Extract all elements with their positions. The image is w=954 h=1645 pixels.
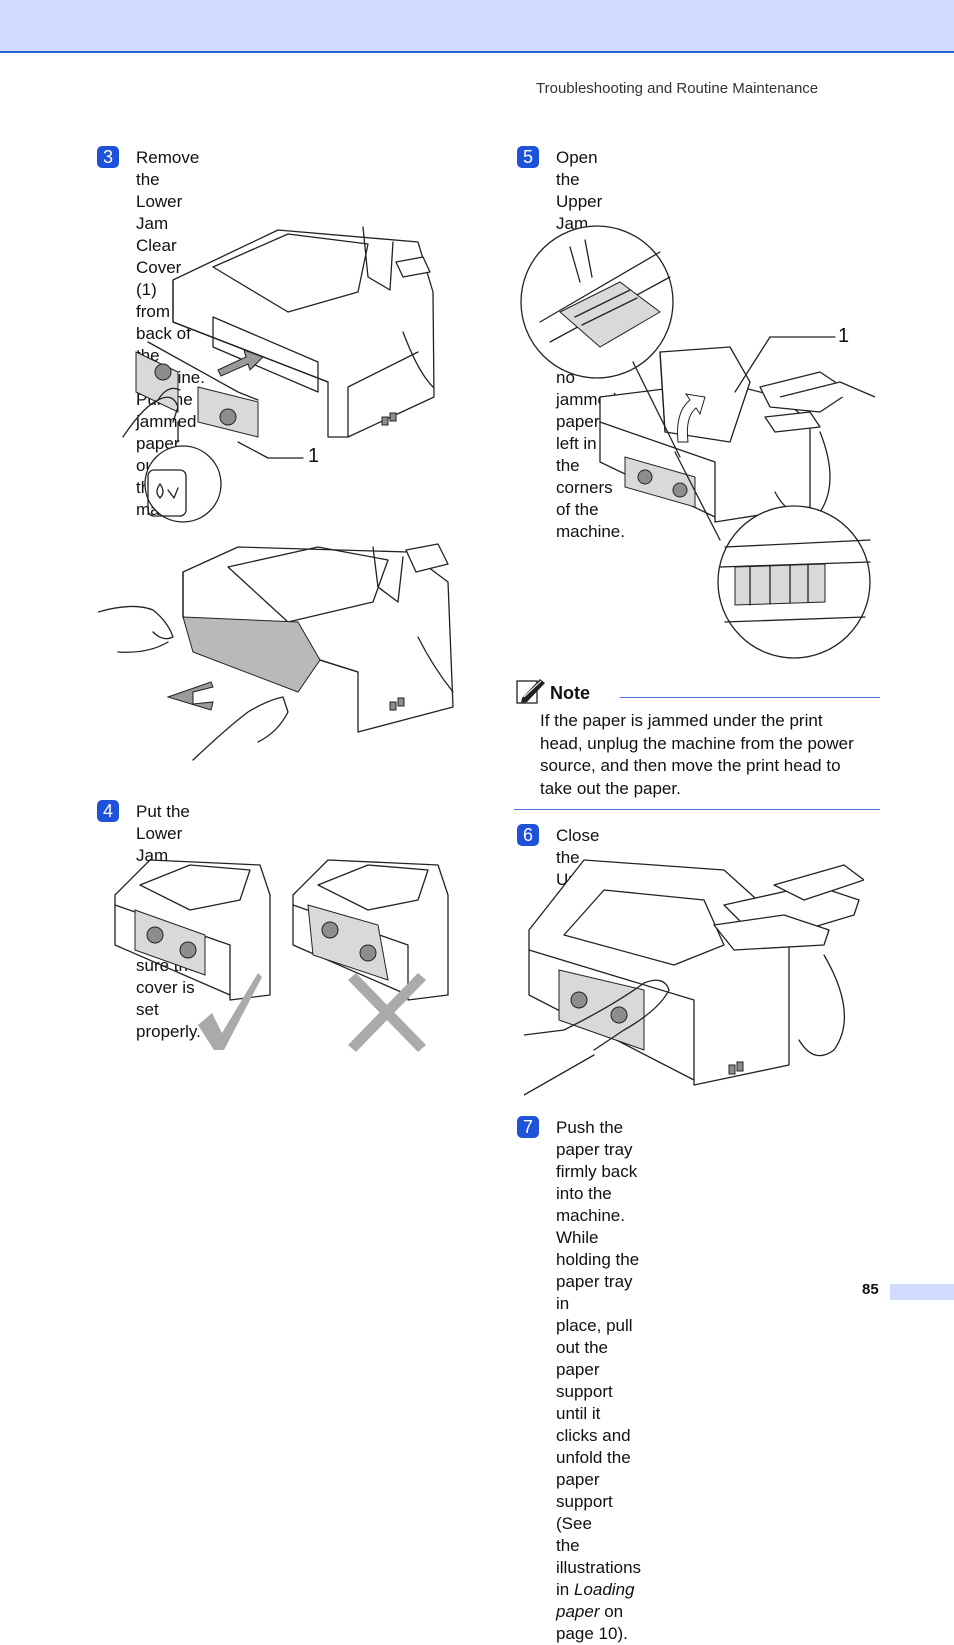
cross-mark-icon	[348, 973, 426, 1052]
note-line: take out the paper.	[540, 778, 681, 798]
zoom-detail-circle	[144, 445, 222, 523]
note-rule	[620, 697, 880, 698]
illustration-open-upper-cover: 1	[520, 222, 875, 662]
check-mark-icon	[198, 973, 262, 1050]
step-text: Push the paper tray firmly back into the…	[556, 1117, 641, 1645]
step-line: Push the paper tray firmly back into the	[556, 1118, 638, 1203]
cross-reference-link[interactable]: paper	[556, 1602, 600, 1621]
cross-reference-link[interactable]: Loading	[573, 1580, 635, 1599]
step-line: clicks and unfold the paper support (See	[556, 1426, 631, 1533]
note-line: source, and then move the print head to	[540, 756, 841, 775]
step-line: Remove the Lower Jam Clear Cover (1)	[136, 148, 200, 299]
step-line: place, pull out the paper support until …	[556, 1316, 633, 1423]
running-header: Troubleshooting and Routine Maintenance	[536, 80, 819, 97]
illustration-remove-lower-cover: 1	[118, 222, 438, 524]
pull-arrow-icon	[166, 681, 214, 711]
note-line: If the paper is jammed under the print	[540, 711, 823, 730]
jammed-paper	[182, 616, 321, 693]
note-text: If the paper is jammed under the print h…	[540, 710, 885, 800]
step-number-badge: 6	[517, 824, 539, 846]
step-line: paper left in the corners of the machine…	[556, 412, 625, 541]
step-line: machine. While holding the paper tray in	[556, 1206, 640, 1313]
callout-label-1: 1	[308, 445, 319, 467]
step-number-badge: 4	[97, 800, 119, 822]
step-number-badge: 5	[517, 146, 539, 168]
note-title: Note	[550, 683, 590, 703]
note-box: Note If the paper is jammed under the pr…	[514, 676, 880, 810]
step-number-badge: 3	[97, 146, 119, 168]
up-arrow-icon	[677, 393, 706, 443]
top-color-band	[0, 0, 954, 53]
note-line: head, unplug the machine from the power	[540, 733, 854, 753]
lower-jam-clear-cover	[135, 341, 259, 438]
illustration-cover-correct	[110, 855, 275, 1055]
pull-arrow-icon	[217, 349, 264, 377]
illustration-pull-jammed-paper	[98, 542, 456, 762]
callout-label-1: 1	[838, 325, 849, 347]
illustration-cover-incorrect	[288, 855, 453, 1055]
page-tab	[890, 1284, 954, 1300]
note-pencil-icon	[516, 679, 545, 704]
illustration-close-upper-cover	[524, 855, 864, 1100]
note-rule	[514, 809, 880, 810]
page-number: 85	[862, 1281, 879, 1298]
step-number-badge: 7	[517, 1116, 539, 1138]
